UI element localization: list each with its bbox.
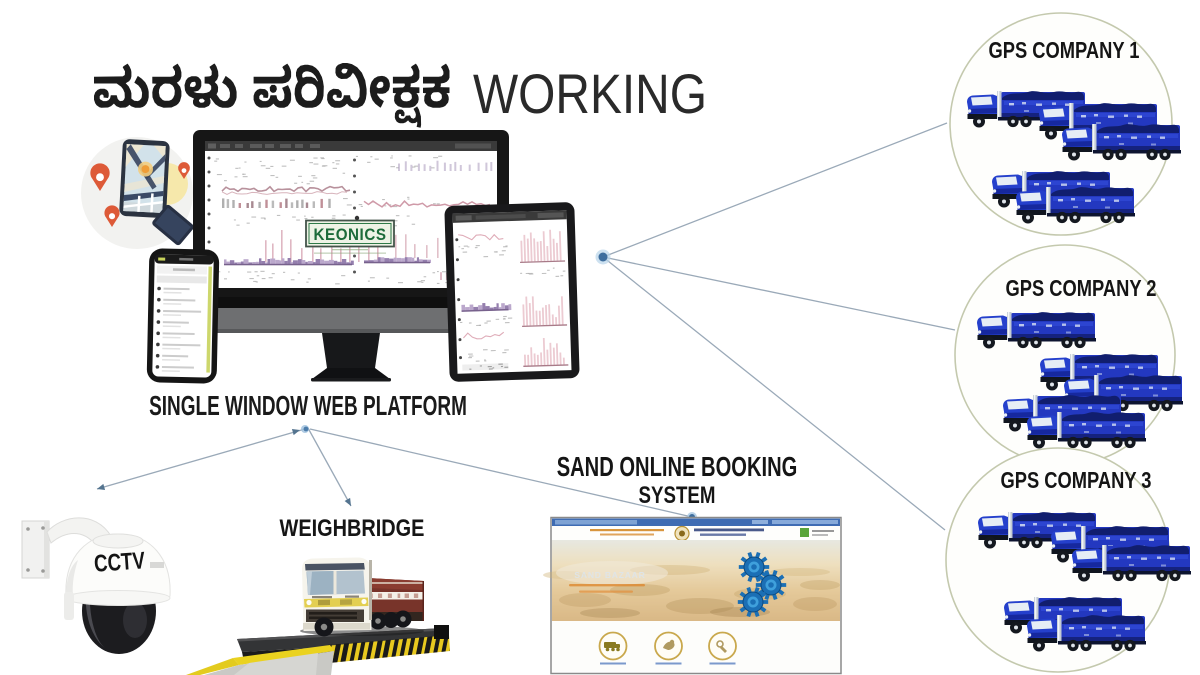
svg-text:WEIGHBRIDGE: WEIGHBRIDGE	[280, 514, 425, 541]
svg-text:GPS COMPANY 1: GPS COMPANY 1	[988, 38, 1139, 64]
svg-text:WORKING: WORKING	[473, 64, 707, 126]
svg-text:KEONICS: KEONICS	[314, 226, 387, 244]
svg-text:GPS COMPANY 2: GPS COMPANY 2	[1005, 276, 1156, 302]
svg-text:SINGLE WINDOW WEB PLATFORM: SINGLE WINDOW WEB PLATFORM	[149, 392, 467, 422]
svg-text:CCTV: CCTV	[93, 547, 146, 577]
svg-text:SAND BAZAAR: SAND BAZAAR	[574, 570, 645, 580]
svg-text:SYSTEM: SYSTEM	[639, 482, 716, 509]
svg-text:GPS COMPANY 3: GPS COMPANY 3	[1000, 468, 1151, 494]
svg-text:SAND ONLINE BOOKING: SAND ONLINE BOOKING	[557, 452, 798, 483]
